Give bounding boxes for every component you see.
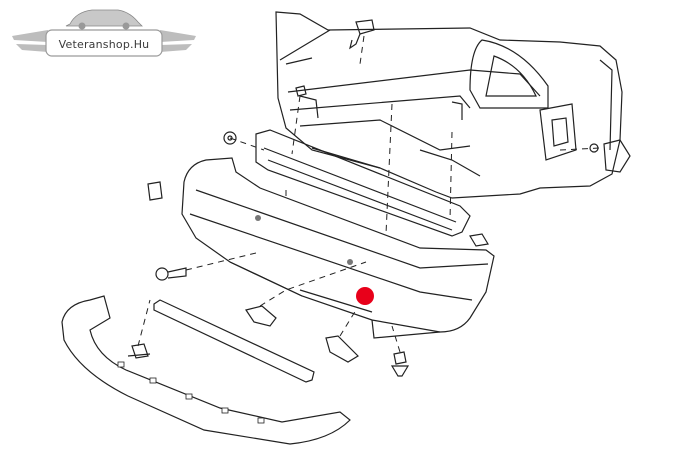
lip-clip	[127, 343, 151, 359]
bracket-right	[325, 335, 359, 363]
site-logo[interactable]: Veteranshop.Hu	[12, 9, 196, 57]
lower-spoiler-lip	[61, 295, 351, 445]
highlight-marker	[356, 287, 374, 305]
bracket-center	[245, 305, 277, 327]
logo-text: Veteranshop.Hu	[59, 38, 150, 51]
assembly-lines	[137, 35, 601, 353]
bumper-molding-strip	[153, 299, 315, 383]
square-clip	[147, 181, 163, 201]
screw-left	[155, 267, 187, 281]
clip-crossbar	[295, 85, 307, 97]
nut-left	[223, 131, 237, 145]
bumper-cover	[181, 157, 495, 339]
clip-tabs	[117, 361, 265, 424]
car-silhouette-icon	[65, 9, 143, 30]
push-clip	[390, 351, 410, 377]
wing-emblem-icon	[12, 30, 196, 52]
bolt-top	[349, 19, 375, 50]
car-body-rear	[275, 11, 623, 199]
clip-right	[469, 233, 489, 247]
bumper-reinforcement-bar	[255, 129, 471, 237]
